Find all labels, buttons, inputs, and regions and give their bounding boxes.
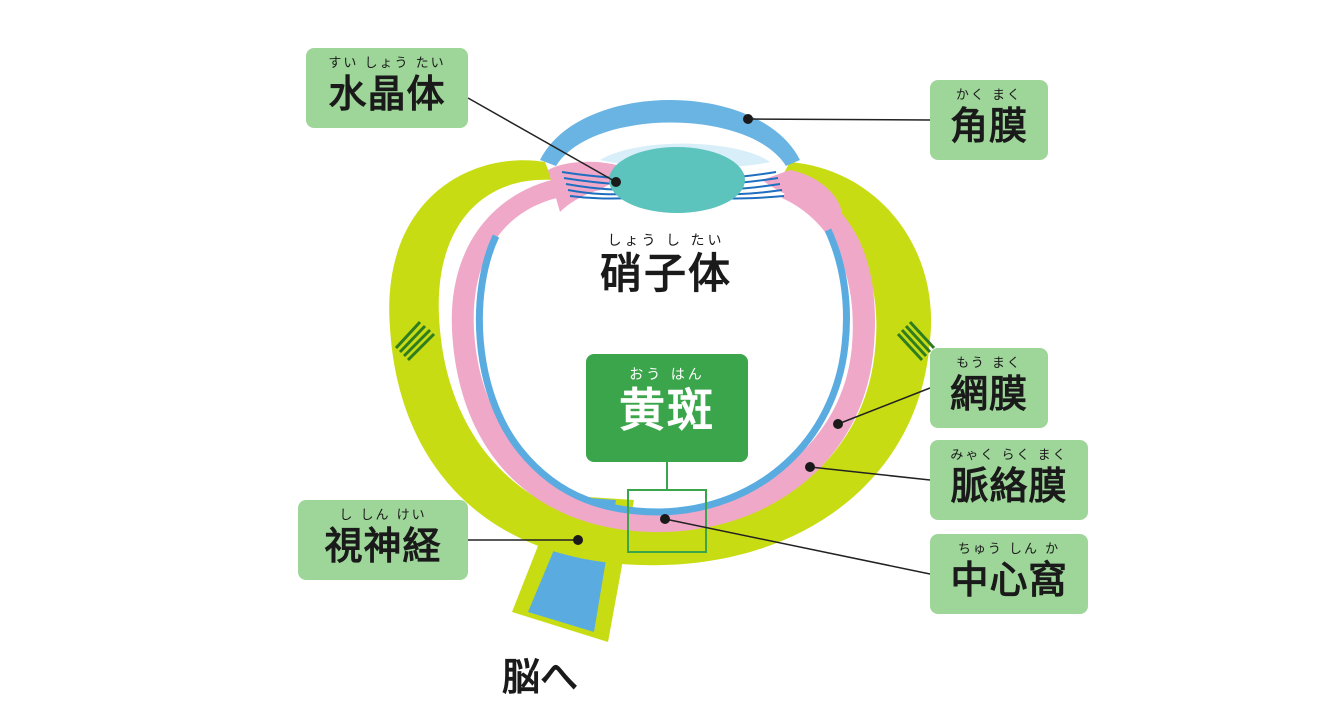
cornea-label: かく まく 角膜 — [930, 80, 1048, 160]
retina-label: もう まく 網膜 — [930, 348, 1048, 428]
leader-dots — [573, 114, 843, 545]
optic-nerve-label: し しん けい 視神経 — [298, 500, 468, 580]
macula-text: 黄斑 — [619, 383, 715, 437]
choroid-label: みゃく らく まく 脈絡膜 — [930, 440, 1088, 520]
choroid-text: 脈絡膜 — [950, 464, 1068, 508]
fovea-ruby: ちゅう しん か — [957, 542, 1061, 557]
optic-nerve-text: 視神経 — [324, 524, 442, 568]
lens-label: すい しょう たい 水晶体 — [306, 48, 468, 128]
macula-label: おう はん 黄斑 — [586, 354, 748, 462]
vitreous-label: しょう し たい 硝子体 — [586, 232, 746, 298]
sclera — [389, 160, 932, 566]
ciliary-body-right — [762, 170, 842, 214]
fovea-text: 中心窩 — [950, 558, 1068, 602]
lens-text: 水晶体 — [328, 72, 446, 116]
cornea-ruby: かく まく — [955, 88, 1023, 103]
vitreous-ruby: しょう し たい — [607, 233, 725, 249]
sclera-fibers-right — [896, 320, 936, 362]
fovea-label: ちゅう しん か 中心窩 — [930, 534, 1088, 614]
cornea-text: 角膜 — [949, 104, 1028, 148]
sclera-fibers-left — [394, 320, 436, 362]
cornea — [540, 100, 800, 166]
retina-ruby: もう まく — [956, 356, 1022, 371]
choroid-ruby: みゃく らく まく — [950, 448, 1068, 463]
retina-text: 網膜 — [949, 372, 1028, 416]
lens — [609, 147, 745, 213]
optic-nerve-ruby: し しん けい — [339, 508, 427, 523]
vitreous-text: 硝子体 — [599, 249, 732, 298]
choroid — [451, 178, 876, 533]
macula-ruby: おう はん — [629, 367, 705, 383]
lens-ruby: すい しょう たい — [328, 56, 446, 71]
retina — [475, 228, 850, 516]
to-brain-label: 脳へ — [502, 655, 579, 699]
leader-lines — [467, 97, 931, 575]
